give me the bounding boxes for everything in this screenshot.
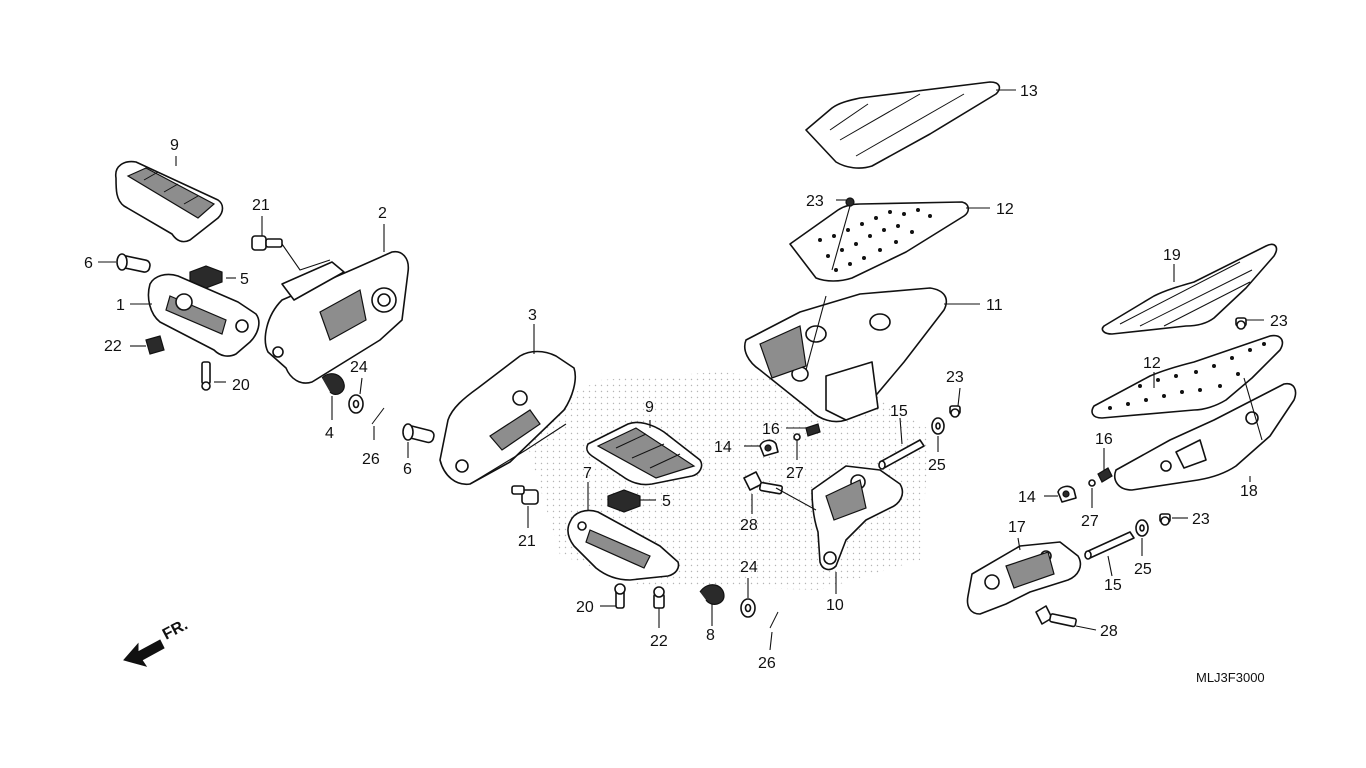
callout-16: 16 [762, 421, 780, 438]
part-10-arm [811, 465, 904, 571]
part-20-bolt-left [201, 361, 211, 391]
part-14-plate-mid [759, 439, 779, 457]
part-5-clip-mid [607, 489, 641, 513]
callout-28: 28 [1100, 623, 1118, 640]
part-23-bolt-right-b [1235, 317, 1247, 330]
part-25-washer-right [1135, 519, 1149, 537]
callout-22: 22 [650, 633, 668, 650]
callout-12: 12 [1143, 355, 1161, 372]
callout-5: 5 [662, 493, 671, 510]
part-24-washer-left [348, 394, 364, 414]
part-15-shaft-right [1084, 531, 1135, 560]
part-27-ball-mid [793, 433, 801, 441]
part-14-plate-right [1057, 485, 1077, 503]
part-27-ball-right [1088, 479, 1096, 487]
front-direction-arrow: FR. [123, 616, 191, 667]
callout-21: 21 [518, 533, 536, 550]
diagram-code: MLJ3F3000 [1196, 670, 1265, 685]
part-1-bracket [147, 273, 260, 357]
callout-26: 26 [758, 655, 776, 672]
callout-7: 7 [583, 465, 592, 482]
callout-14: 14 [1018, 489, 1036, 506]
callout-10: 10 [826, 597, 844, 614]
callout-2: 2 [378, 205, 387, 222]
callout-8: 8 [706, 627, 715, 644]
part-15-shaft-mid [878, 439, 925, 470]
callout-16: 16 [1095, 431, 1113, 448]
part-7-bracket [567, 509, 680, 581]
callout-13: 13 [1020, 83, 1038, 100]
callout-4: 4 [325, 425, 334, 442]
callout-labels: 9 21 2 6 5 1 22 20 24 4 26 6 3 21 9 7 5 … [84, 83, 1288, 672]
front-arrow-icon [123, 639, 165, 667]
part-23-bolt-right-a [949, 405, 961, 418]
leader-lines [98, 89, 1264, 651]
callout-15: 15 [1104, 577, 1122, 594]
callout-9: 9 [645, 399, 654, 416]
callout-14: 14 [714, 439, 732, 456]
part-2-holder [264, 250, 410, 384]
part-3-cover [439, 350, 577, 485]
part-26-pin-mid [769, 611, 779, 629]
part-24-washer-mid [740, 598, 756, 618]
part-25-washer-mid [931, 417, 945, 435]
callout-11: 11 [986, 297, 1003, 314]
part-4-spring [321, 373, 345, 396]
part-21-bolt-left [251, 235, 283, 251]
callout-20: 20 [232, 377, 250, 394]
callout-23: 23 [1192, 511, 1210, 528]
part-16-spring-right [1097, 467, 1113, 483]
part-9-pad-center [586, 421, 703, 486]
part-22-bolt-left [145, 335, 165, 355]
part-26-pin-left [371, 407, 385, 425]
callout-25: 25 [1134, 561, 1152, 578]
part-28-bolt-mid [743, 471, 783, 495]
part-28-bolt-right [1035, 605, 1077, 628]
callout-18: 18 [1240, 483, 1258, 500]
callout-3: 3 [528, 307, 537, 324]
part-6-pin-left [116, 253, 151, 273]
callout-27: 27 [786, 465, 804, 482]
part-23-bolt-right-c [1159, 513, 1171, 526]
part-22-bolt-mid [653, 586, 665, 609]
part-16-spring-mid [805, 423, 821, 437]
callout-20: 20 [576, 599, 594, 616]
callout-12: 12 [996, 201, 1014, 218]
callout-25: 25 [928, 457, 946, 474]
callout-17: 17 [1008, 519, 1026, 536]
part-21-bolt-mid [511, 485, 539, 505]
callout-24: 24 [350, 359, 368, 376]
callout-26: 26 [362, 451, 380, 468]
callout-27: 27 [1081, 513, 1099, 530]
part-12-plate-right [1091, 334, 1284, 419]
callout-24: 24 [740, 559, 758, 576]
part-12-plate-top [789, 197, 970, 282]
callout-23: 23 [1270, 313, 1288, 330]
part-6-pin-mid [402, 423, 435, 444]
callout-19: 19 [1163, 247, 1181, 264]
callout-9: 9 [170, 137, 179, 154]
callout-6: 6 [84, 255, 93, 272]
part-17-arm-right [966, 541, 1082, 615]
part-9-pad-left [114, 160, 224, 243]
callout-21: 21 [252, 197, 270, 214]
part-13-top-pad [805, 81, 1001, 169]
callout-28: 28 [740, 517, 758, 534]
callout-23: 23 [806, 193, 824, 210]
front-label: FR. [160, 616, 191, 643]
callout-23: 23 [946, 369, 964, 386]
callout-5: 5 [240, 271, 249, 288]
callout-1: 1 [116, 297, 125, 314]
callout-22: 22 [104, 338, 122, 355]
callout-15: 15 [890, 403, 908, 420]
part-19-pad-right [1101, 243, 1278, 335]
part-20-bolt-mid [614, 583, 626, 609]
part-8-spring [699, 584, 725, 605]
callout-6: 6 [403, 461, 412, 478]
part-18-housing-right [1114, 382, 1297, 491]
